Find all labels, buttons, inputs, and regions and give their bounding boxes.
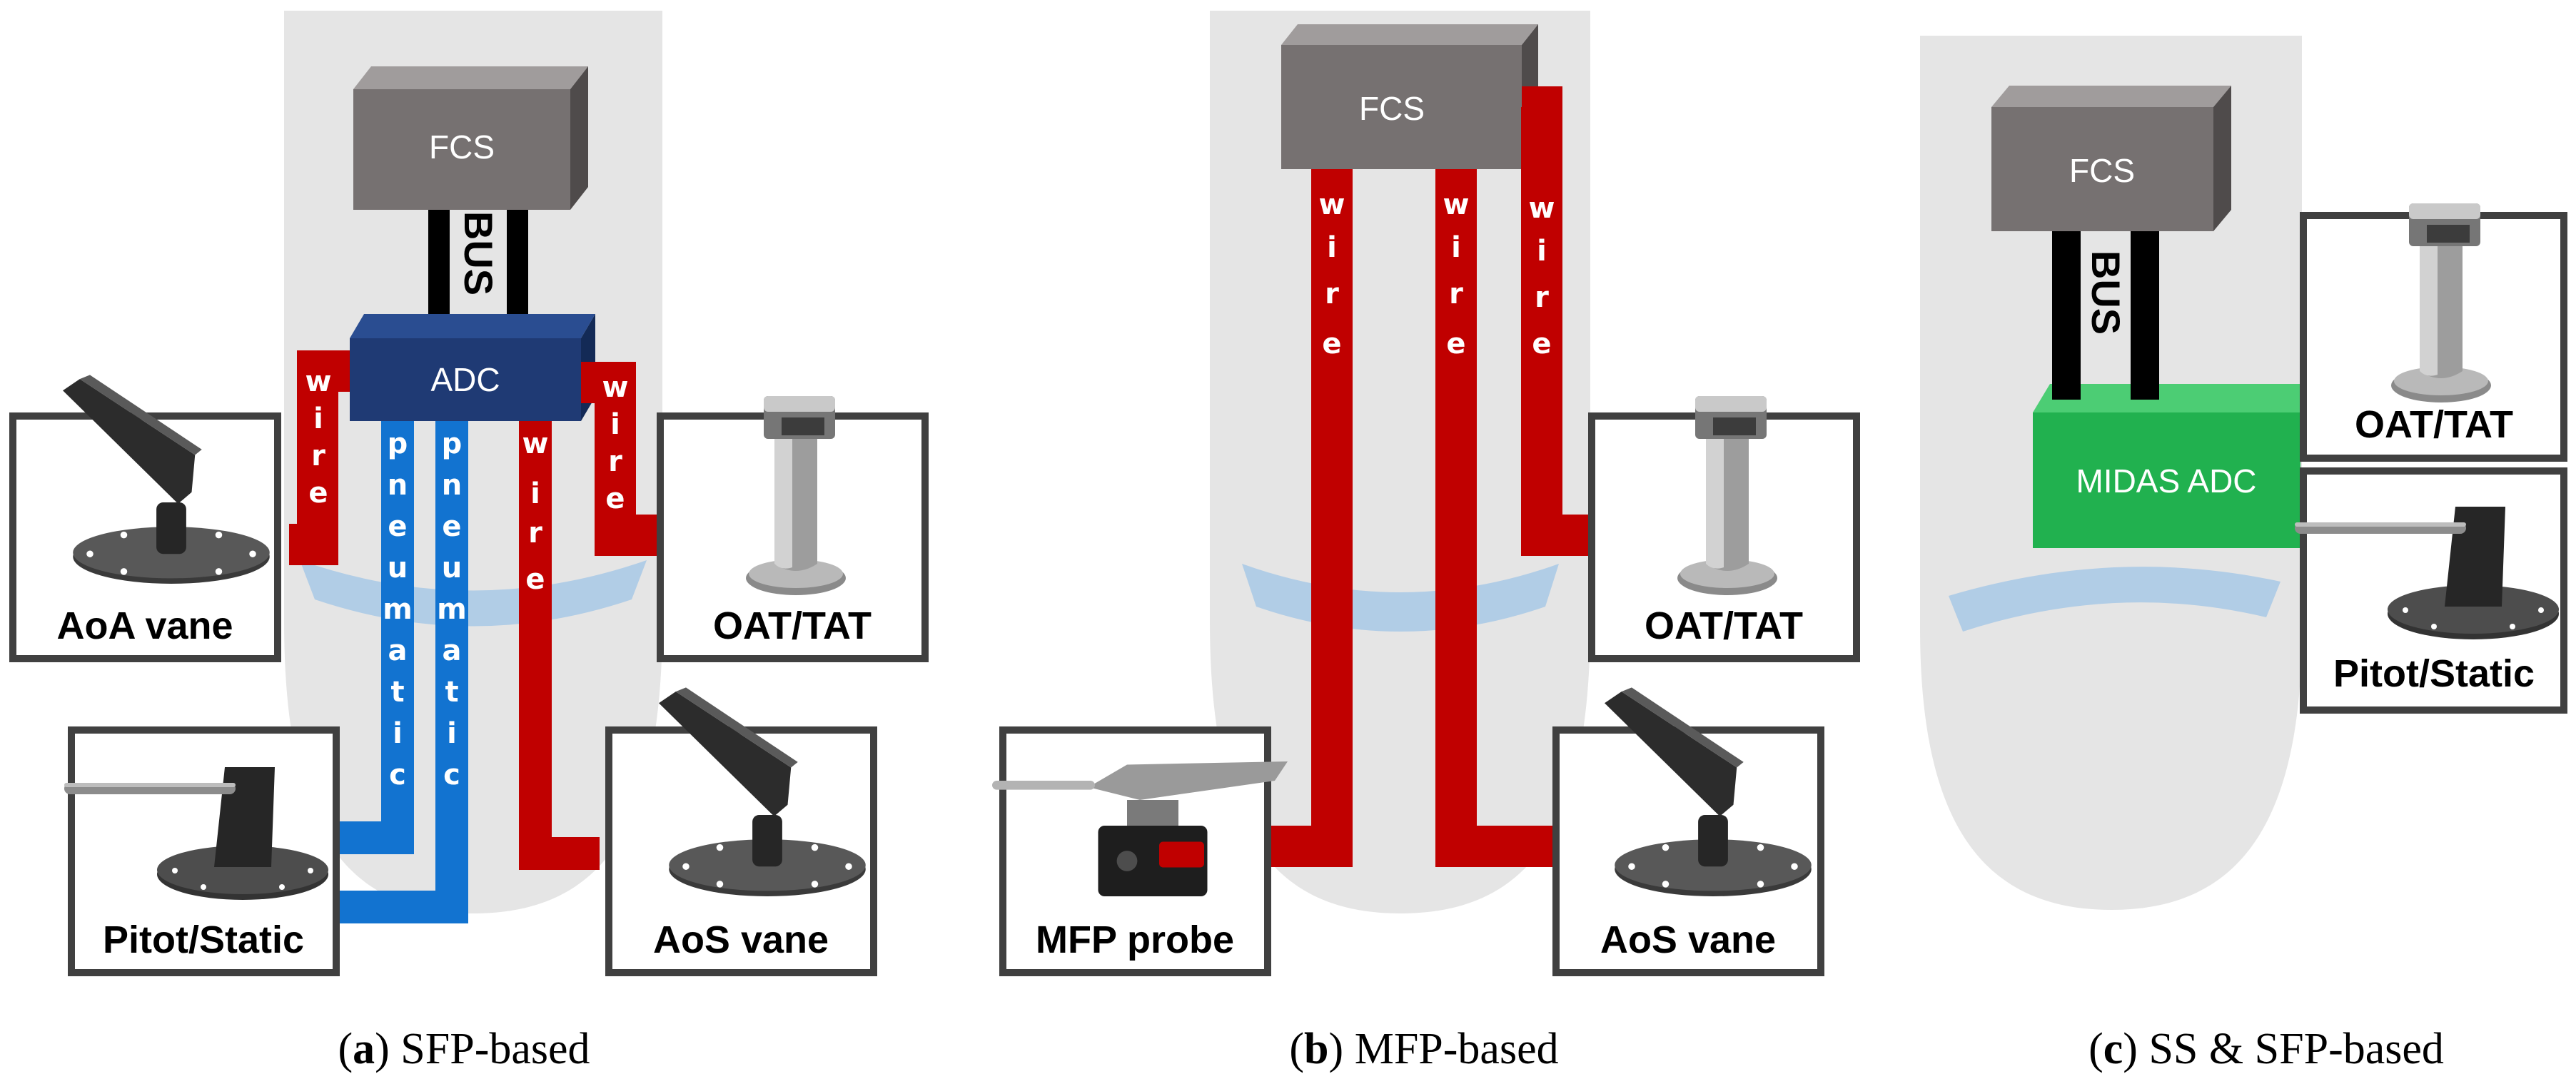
bus-connection: BUS: [428, 210, 528, 317]
midas-adc-box: MIDAS ADC: [2033, 384, 2318, 548]
pneumatic-letter: i: [393, 717, 403, 750]
caption-letter: (b): [1289, 1025, 1343, 1073]
wire-down: w i r e: [519, 421, 600, 870]
fcs-box: FCS: [353, 66, 588, 210]
bus-connection: BUS: [2052, 231, 2159, 400]
pneumatic-letter: a: [443, 634, 462, 667]
wire-letter: i: [1327, 231, 1337, 264]
panel-b: FCS w i r e w i r e w i r e OAT/TAT: [992, 11, 1860, 1073]
wire-letter: e: [605, 482, 625, 515]
pneumatic-letter: c: [389, 759, 406, 791]
wire-3: w i r e: [1521, 86, 1588, 556]
wire-letter: w: [305, 365, 332, 398]
wire-letter: w: [522, 427, 549, 460]
wire-letter: w: [1529, 192, 1555, 225]
wire-letter: e: [1446, 328, 1465, 360]
wire-letter: i: [610, 408, 620, 441]
fcs-label: FCS: [2069, 152, 2135, 189]
wire-letter: i: [1537, 235, 1547, 268]
oat-tat-label: OAT/TAT: [713, 604, 872, 647]
wire-letter: r: [608, 445, 622, 478]
caption-a: (a) SFP-based: [338, 1025, 590, 1073]
pneumatic-letter: p: [442, 427, 463, 460]
pneumatic-letter: t: [390, 676, 404, 709]
wire-letter: w: [602, 371, 629, 404]
sensor-mfp-probe: MFP probe: [992, 726, 1288, 976]
fuselage-outline: [284, 11, 662, 913]
pneumatic-letter: t: [445, 676, 458, 709]
pneumatic-letter: n: [388, 469, 408, 502]
wire-letter: w: [1443, 188, 1470, 221]
fcs-label: FCS: [429, 128, 495, 166]
caption-text: SS & SFP-based: [2148, 1025, 2443, 1073]
pneumatic-outer: p n e u m a t i c: [340, 421, 468, 923]
wire-letter: i: [530, 477, 540, 510]
oat-tat-label: OAT/TAT: [1645, 604, 1803, 647]
fcs-label: FCS: [1359, 90, 1425, 127]
adc-box: ADC: [350, 314, 595, 421]
pneumatic-letter: p: [388, 427, 408, 460]
caption-b: (b) MFP-based: [1289, 1025, 1558, 1073]
pitot-static-label: Pitot/Static: [2333, 652, 2535, 695]
pneumatic-letter: e: [388, 510, 407, 543]
wire-letter: i: [313, 402, 323, 435]
pitot-static-label: Pitot/Static: [103, 918, 304, 961]
wire-letter: r: [528, 517, 542, 549]
wire-letter: e: [1322, 328, 1341, 360]
wire-letter: e: [1532, 328, 1551, 360]
pneumatic-letter: c: [443, 759, 460, 791]
caption-text: MFP-based: [1355, 1025, 1559, 1073]
pneumatic-letter: e: [442, 510, 461, 543]
caption-c: (c) SS & SFP-based: [2088, 1025, 2444, 1073]
oat-tat-label: OAT/TAT: [2355, 403, 2513, 446]
wire-letter: e: [525, 563, 545, 596]
mfp-probe-label: MFP probe: [1036, 918, 1234, 961]
wire-letter: e: [308, 477, 328, 510]
sensor-oat-tat: OAT/TAT: [2300, 203, 2567, 462]
wire-letter: w: [1319, 188, 1345, 221]
pneumatic-letter: m: [437, 593, 467, 626]
caption-letter: (a): [338, 1025, 389, 1073]
sensor-pitot-static: Pitot/Static: [2295, 467, 2567, 714]
pneumatic-letter: i: [447, 717, 457, 750]
pneumatic-letter: u: [442, 552, 462, 584]
fuselage-outline: [1210, 11, 1590, 913]
pneumatic-letter: u: [388, 552, 408, 584]
midas-adc-label: MIDAS ADC: [2076, 462, 2256, 500]
caption-text: SFP-based: [400, 1025, 590, 1073]
sensor-oat-tat: OAT/TAT: [657, 396, 929, 662]
wire-left: w i r e: [289, 350, 350, 565]
bus-label: BUS: [2083, 250, 2128, 335]
aos-vane-label: AoS vane: [653, 918, 829, 961]
wire-letter: r: [1535, 281, 1549, 314]
fcs-box: FCS: [1281, 24, 1538, 169]
panel-a: FCS BUS ADC w i r e w i r e: [9, 11, 929, 1073]
wire-letter: r: [1325, 278, 1339, 310]
wire-letter: r: [1449, 278, 1463, 310]
sensor-pitot-static: Pitot/Static: [64, 726, 340, 976]
wire-right: w i r e: [581, 362, 657, 556]
wire-1: w i r e: [1268, 169, 1353, 867]
wire-2: w i r e: [1435, 169, 1556, 867]
caption-letter: (c): [2088, 1025, 2138, 1073]
pneumatic-letter: a: [388, 634, 408, 667]
panel-c: FCS MIDAS ADC BUS OAT/TAT Pitot/Static (…: [1920, 36, 2567, 1073]
adc-label: ADC: [430, 361, 500, 398]
pneumatic-inner: p n e u m a t i c: [340, 421, 414, 854]
sensor-aoa-vane: AoA vane: [9, 375, 281, 662]
aoa-vane-label: AoA vane: [56, 604, 233, 647]
pneumatic-letter: n: [442, 469, 462, 502]
cockpit-window: [1949, 567, 2280, 632]
wire-letter: i: [1451, 231, 1461, 264]
sensor-aos-vane: AoS vane: [605, 687, 877, 976]
sensor-oat-tat: OAT/TAT: [1588, 396, 1860, 662]
pneumatic-letter: m: [383, 593, 413, 626]
bus-label: BUS: [456, 211, 501, 295]
sensor-aos-vane: AoS vane: [1552, 687, 1824, 976]
fcs-box: FCS: [1991, 86, 2231, 231]
aos-vane-label: AoS vane: [1600, 918, 1776, 961]
wire-letter: r: [311, 440, 325, 472]
